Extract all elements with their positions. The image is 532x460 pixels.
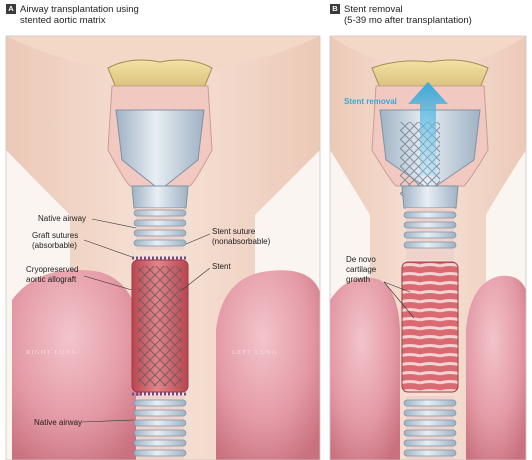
label-de-novo-3: growth: [346, 275, 370, 284]
panel-b-drawing: Stent removal De novo cartilage growth: [330, 36, 526, 460]
label-graft-sutures-2: (absorbable): [32, 241, 77, 250]
label-left-lung: LEFT LUNG: [232, 349, 278, 356]
label-stent-suture-1: Stent suture: [212, 227, 256, 236]
label-right-lung: RIGHT LUNG: [26, 349, 77, 356]
right-lung-b: [330, 278, 400, 460]
epiglottis-b: [372, 60, 488, 88]
label-stent-removal: Stent removal: [344, 97, 397, 106]
label-stent-suture-2: (nonabsorbable): [212, 237, 271, 246]
left-lung: [216, 270, 320, 460]
right-lung: [12, 270, 140, 460]
label-native-airway-lower: Native airway: [34, 418, 82, 427]
label-stent: Stent: [212, 262, 231, 271]
label-allograft-2: aortic allograft: [26, 275, 77, 284]
graft-with-new-cartilage: [402, 262, 458, 392]
label-de-novo-1: De novo: [346, 255, 376, 264]
epiglottis: [108, 60, 212, 88]
panel-a-drawing: Native airway Graft sutures (absorbable)…: [6, 36, 320, 460]
label-allograft-1: Cryopreserved: [26, 265, 78, 274]
label-graft-sutures-1: Graft sutures: [32, 231, 78, 240]
label-de-novo-2: cartilage: [346, 265, 377, 274]
left-lung-b: [466, 276, 526, 460]
cricoid-cartilage: [132, 186, 188, 208]
cricoid-cartilage-b: [402, 186, 458, 208]
label-native-airway-upper: Native airway: [38, 214, 86, 223]
stent-mesh: [138, 266, 182, 386]
